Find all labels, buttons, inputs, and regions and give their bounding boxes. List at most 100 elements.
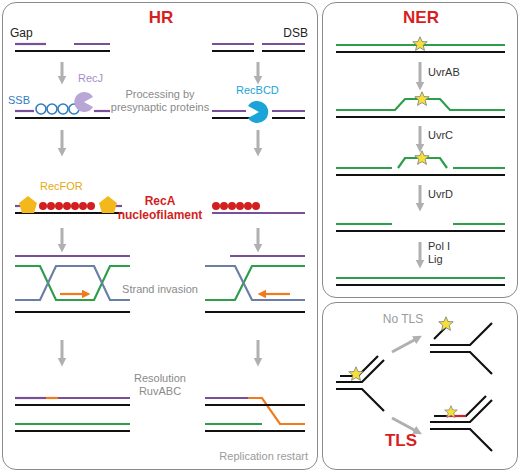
art-part-part bbox=[55, 202, 63, 210]
resolution-products-part bbox=[15, 397, 46, 399]
tls-forks bbox=[336, 317, 492, 451]
tls-forks-part bbox=[434, 396, 486, 416]
dna-substrate-part bbox=[212, 50, 254, 52]
presynaptic-processing-part bbox=[272, 110, 305, 112]
dna-substrate-part bbox=[212, 43, 254, 45]
presynaptic-processing-part bbox=[58, 104, 68, 114]
step-label: RecBCD bbox=[236, 84, 296, 97]
art-part-part bbox=[244, 202, 252, 210]
presynaptic-processing-part bbox=[69, 104, 79, 114]
resolution-products-part bbox=[205, 423, 262, 425]
presynaptic-processing-part bbox=[36, 104, 46, 114]
ner-steps-part bbox=[415, 92, 429, 106]
dna-substrate-part bbox=[15, 43, 46, 45]
art-part-part bbox=[47, 202, 55, 210]
strand-invasion-part bbox=[15, 311, 130, 313]
ner-steps-part bbox=[336, 51, 505, 53]
ner-steps-part bbox=[419, 242, 422, 264]
presynaptic-processing-part bbox=[212, 110, 246, 112]
step-label: SSB bbox=[8, 94, 38, 107]
tls-forks-part bbox=[392, 338, 418, 352]
panel-box: No TLS TLS bbox=[322, 302, 518, 470]
step-label: RecFOR bbox=[40, 180, 100, 193]
strand-invasion-part bbox=[205, 266, 305, 300]
resolution-products-part bbox=[205, 430, 305, 432]
step-arrows-part bbox=[61, 340, 64, 362]
ner-steps-part bbox=[336, 116, 505, 118]
dna-substrate-part bbox=[262, 50, 305, 52]
tls-forks-part bbox=[336, 389, 384, 411]
panel-heading: No TLS bbox=[363, 313, 443, 327]
strand-invasion-part bbox=[15, 255, 130, 257]
step-label: Resolution RuvABC bbox=[125, 372, 195, 398]
panel-box: NER bbox=[322, 2, 518, 298]
presynaptic-processing-part bbox=[15, 110, 34, 112]
art-part-part bbox=[39, 202, 47, 210]
ner-steps-part bbox=[419, 185, 422, 207]
art-part-part bbox=[71, 202, 79, 210]
art-part-part bbox=[212, 202, 220, 210]
ner-steps-part bbox=[336, 167, 392, 169]
resolution-products bbox=[15, 398, 305, 431]
strand-invasion-part bbox=[60, 293, 86, 295]
presynaptic-processing-part bbox=[94, 110, 110, 112]
step-arrows-part bbox=[257, 228, 260, 248]
resolution-products-part bbox=[248, 398, 305, 424]
step-label: RecA nucleofilament bbox=[110, 194, 210, 223]
ner-steps-part bbox=[453, 223, 505, 225]
step-label: Processing by presynaptic proteins bbox=[101, 88, 219, 114]
strand-invasion bbox=[15, 256, 305, 312]
strand-invasion-part bbox=[262, 293, 290, 295]
art-part-part bbox=[63, 202, 71, 210]
presynaptic-processing-part bbox=[248, 101, 268, 123]
ner-steps-part bbox=[336, 174, 505, 176]
tls-forks-part bbox=[392, 418, 418, 432]
ner-steps-part bbox=[453, 167, 505, 169]
tls-forks-part bbox=[430, 400, 492, 422]
ner-steps-part bbox=[336, 277, 505, 279]
step-label: UvrC bbox=[428, 129, 478, 142]
strand-invasion-part bbox=[15, 266, 130, 300]
reca-filament-part bbox=[212, 212, 305, 214]
art-part-part bbox=[236, 202, 244, 210]
strand-invasion-part bbox=[205, 266, 305, 300]
tls-forks-part bbox=[336, 360, 384, 382]
ner-steps-part bbox=[419, 62, 422, 86]
reca-filament-part bbox=[114, 205, 122, 207]
resolution-products-part bbox=[15, 430, 130, 432]
step-arrows-part bbox=[61, 62, 64, 80]
reca-filament-part bbox=[19, 196, 37, 213]
step-arrows-part bbox=[61, 228, 64, 248]
step-label: DSB bbox=[268, 26, 308, 40]
step-label: Replication restart bbox=[196, 450, 308, 463]
strand-invasion-part bbox=[205, 311, 305, 313]
resolution-products-part bbox=[205, 397, 248, 399]
step-label: Pol I Lig bbox=[428, 240, 462, 266]
strand-invasion-part bbox=[230, 255, 305, 257]
ner-steps-part bbox=[336, 223, 392, 225]
step-arrows-part bbox=[61, 130, 64, 152]
step-arrows-part bbox=[257, 340, 260, 362]
dna-substrate bbox=[15, 44, 305, 51]
tls-forks-part bbox=[430, 352, 492, 374]
ner-steps-part bbox=[398, 158, 447, 168]
panel-box: HR bbox=[2, 2, 318, 470]
art-part-part bbox=[87, 202, 95, 210]
reca-filament-part bbox=[99, 196, 117, 213]
ner-steps-part bbox=[336, 230, 505, 232]
art-part-part bbox=[220, 202, 228, 210]
presynaptic-processing-part bbox=[47, 104, 57, 114]
presynaptic-processing-part bbox=[74, 92, 93, 112]
ner-steps-part bbox=[413, 37, 427, 51]
panel-text: TLS bbox=[371, 431, 431, 451]
art-part-part bbox=[79, 202, 87, 210]
step-label: UvrD bbox=[428, 188, 478, 201]
step-label: RecJ bbox=[78, 72, 118, 85]
step-label: UvrAB bbox=[428, 66, 478, 79]
tls-forks-part bbox=[340, 356, 378, 376]
step-arrows-part bbox=[257, 130, 260, 152]
ner-steps-part bbox=[336, 99, 505, 110]
ner-steps bbox=[336, 37, 505, 285]
art-part-part bbox=[252, 202, 260, 210]
